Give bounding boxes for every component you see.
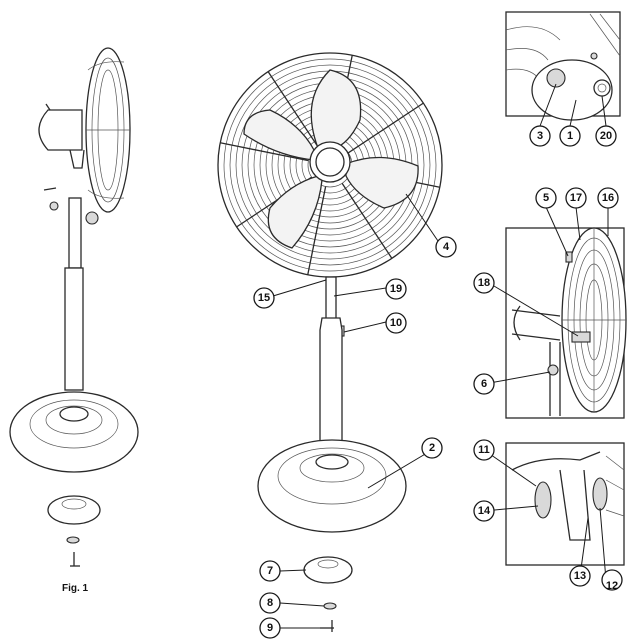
svg-text:13: 13 — [574, 570, 586, 582]
side-screw — [43, 187, 57, 191]
side-view-fan: Fig. 1 — [9, 47, 139, 594]
svg-text:7: 7 — [267, 565, 273, 577]
front-base — [257, 439, 407, 533]
callout-2: 2 — [421, 437, 443, 459]
svg-text:19: 19 — [390, 283, 402, 295]
callout-4: 4 — [435, 236, 457, 258]
callout-3: 3 — [529, 125, 551, 147]
side-knob-right — [85, 211, 99, 225]
grille-ring — [229, 64, 431, 266]
callout-11: 11 — [473, 439, 495, 461]
callout-13: 13 — [569, 565, 591, 587]
svg-text:5: 5 — [543, 192, 549, 204]
figure-label: Fig. 1 — [62, 583, 89, 594]
callout-14: 14 — [473, 500, 495, 522]
callout-5: 5 — [535, 187, 557, 209]
blade-left — [243, 109, 315, 161]
blade-right — [345, 156, 419, 209]
grille-screw — [565, 251, 573, 263]
front-base-weight — [303, 556, 353, 584]
callout-1: 1 — [559, 125, 581, 147]
grille-spoke — [341, 182, 393, 259]
svg-text:11: 11 — [478, 444, 490, 456]
callout-7: 7 — [259, 560, 281, 582]
tilt-knob-left — [534, 481, 552, 519]
grille-ring — [223, 58, 437, 272]
grille-spoke — [347, 102, 424, 154]
detail-motor-rear — [505, 11, 621, 121]
rear-vent — [593, 79, 611, 97]
svg-text:18: 18 — [478, 277, 490, 289]
svg-text:4: 4 — [443, 241, 450, 253]
callout-8: 8 — [259, 592, 281, 614]
svg-text:12: 12 — [606, 580, 618, 592]
side-base-weight — [47, 495, 101, 525]
fan-blades — [243, 69, 419, 249]
side-motor-housing — [38, 109, 83, 151]
grille-spoke — [220, 142, 309, 162]
blade-top — [310, 69, 362, 151]
callout-18: 18 — [473, 272, 495, 294]
callout-15: 15 — [253, 287, 275, 309]
front-lower-tube — [319, 317, 343, 457]
svg-text:10: 10 — [390, 317, 402, 329]
grille-spoke — [267, 71, 319, 148]
detail-grille-side — [505, 227, 627, 419]
svg-text:17: 17 — [570, 192, 582, 204]
svg-text:2: 2 — [429, 442, 435, 454]
callout-16: 16 — [597, 187, 619, 209]
side-base — [9, 391, 139, 473]
svg-text:15: 15 — [258, 292, 270, 304]
svg-text:6: 6 — [481, 378, 487, 390]
svg-text:8: 8 — [267, 597, 273, 609]
tilt-screw — [547, 364, 559, 376]
front-washer — [323, 602, 337, 610]
callout-12: 12 — [601, 569, 623, 592]
side-nut-left — [49, 201, 59, 211]
callout-17: 17 — [565, 187, 587, 209]
svg-text:16: 16 — [602, 192, 614, 204]
svg-text:3: 3 — [537, 130, 543, 142]
tilt-knob-right — [592, 477, 608, 511]
callout-20: 20 — [595, 125, 617, 147]
callout-6: 6 — [473, 373, 495, 395]
svg-text:14: 14 — [478, 505, 491, 517]
svg-text:9: 9 — [267, 622, 273, 634]
grille-spoke — [307, 186, 327, 275]
side-washer — [66, 536, 80, 544]
callout-10: 10 — [385, 312, 407, 334]
svg-text:1: 1 — [567, 130, 573, 142]
side-lower-tube — [64, 267, 84, 391]
oscillation-knob — [546, 68, 566, 88]
callouts: 3 1 20 4 15 19 10 2 5 17 16 18 6 11 14 1… — [253, 83, 623, 639]
blade-bottom — [267, 175, 323, 249]
detail-tilt-knob — [505, 442, 625, 566]
callout-9: 9 — [259, 617, 281, 639]
callout-19: 19 — [385, 278, 407, 300]
front-upper-tube — [325, 276, 337, 320]
grille-clip — [571, 331, 591, 343]
svg-text:20: 20 — [600, 130, 612, 142]
side-upper-tube — [68, 197, 82, 269]
front-view-fan — [217, 52, 443, 632]
